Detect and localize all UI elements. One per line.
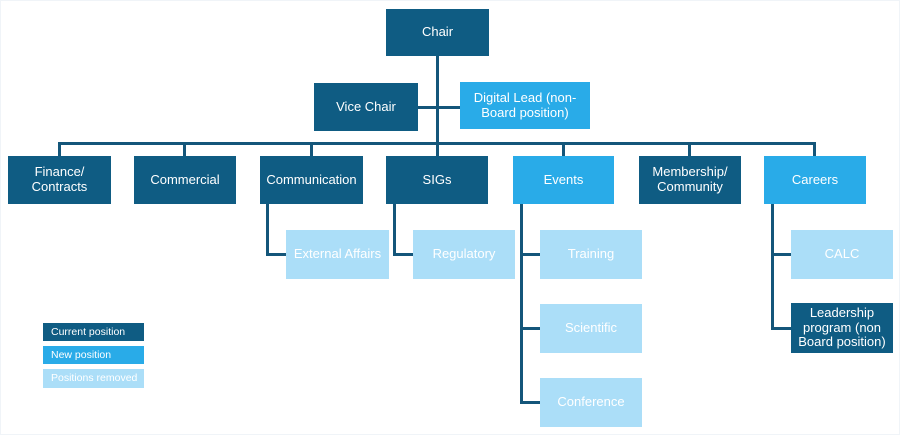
connector-chair-drop [436, 56, 439, 145]
org-node-finance-contracts: Finance/ Contracts [8, 156, 111, 204]
connector-leadership-stub [771, 327, 791, 330]
org-node-scientific: Scientific [540, 304, 642, 353]
org-node-vice-chair: Vice Chair [314, 83, 418, 131]
connector-events-child-vert [520, 204, 523, 404]
connector-training-stub [520, 253, 540, 256]
legend-item-positions-removed: Positions removed [43, 369, 144, 388]
org-node-training: Training [540, 230, 642, 279]
org-node-calc: CALC [791, 230, 893, 279]
connector-conference-stub [520, 401, 540, 404]
org-node-external-affairs: External Affairs [286, 230, 389, 279]
org-node-commercial: Commercial [134, 156, 236, 204]
connector-drop-finance [58, 142, 61, 156]
org-node-leadership-program: Leadership program (non Board position) [791, 303, 893, 353]
org-node-communication: Communication [260, 156, 363, 204]
connector-drop-careers [813, 142, 816, 156]
connector-external-affairs-stub [266, 253, 286, 256]
connector-drop-sigs [436, 142, 439, 156]
connector-vicechair-digitallead [418, 106, 460, 109]
connector-drop-commercial [183, 142, 186, 156]
org-node-events: Events [513, 156, 614, 204]
org-node-chair: Chair [386, 9, 489, 56]
org-node-careers: Careers [764, 156, 866, 204]
connector-sigs-child-vert [393, 204, 396, 256]
connector-drop-events [562, 142, 565, 156]
org-node-digital-lead: Digital Lead (non-Board position) [460, 82, 590, 129]
org-node-sigs: SIGs [386, 156, 488, 204]
connector-drop-communication [310, 142, 313, 156]
org-node-conference: Conference [540, 378, 642, 427]
connector-calc-stub [771, 253, 791, 256]
org-node-membership-community: Membership/ Community [639, 156, 741, 204]
connector-careers-child-vert [771, 204, 774, 330]
org-node-regulatory: Regulatory [413, 230, 515, 279]
legend-item-new-position: New position [43, 346, 144, 364]
connector-regulatory-stub [393, 253, 413, 256]
legend-item-current-position: Current position [43, 323, 144, 341]
connector-communication-child-vert [266, 204, 269, 256]
connector-scientific-stub [520, 327, 540, 330]
connector-drop-membership [688, 142, 691, 156]
